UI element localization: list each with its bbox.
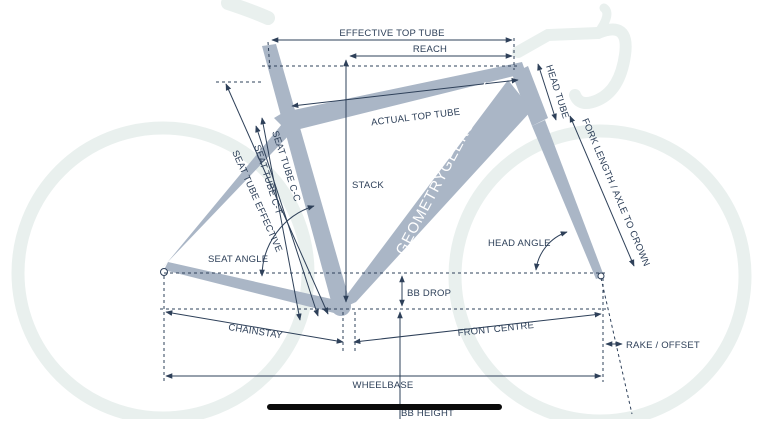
bottom-bracket [331, 296, 351, 316]
chainstay-label: CHAINSTAY [228, 322, 284, 342]
watermark-text: GEOMETRYGEEKS.BIKE [393, 79, 499, 258]
actual-top-tube-label: ACTUAL TOP TUBE [371, 107, 461, 129]
seat-angle-arc [259, 205, 315, 277]
saddle-ghost [221, 0, 275, 25]
reach-label: REACH [413, 44, 447, 55]
fork-length-dimension [569, 115, 635, 267]
home-indicator-bar[interactable] [267, 404, 502, 410]
steering-axis-line [600, 277, 633, 415]
stack-label: STACK [352, 180, 384, 191]
bb-height-label: BB HEIGHT [401, 408, 454, 419]
stem-ghost [512, 27, 604, 58]
head-tube-dimension [537, 63, 557, 121]
hood-ghost [593, 3, 612, 38]
rake-offset-label: RAKE / OFFSET [626, 340, 700, 351]
seat-angle-label: SEAT ANGLE [208, 254, 268, 265]
dimension-lines [165, 37, 635, 419]
chainstay-dimension [165, 310, 344, 344]
handlebar-ghost [569, 23, 632, 110]
effective-top-tube-label: EFFECTIVE TOP TUBE [339, 28, 444, 39]
ghost-bike [11, 0, 752, 424]
effective-tt-left-tick [267, 41, 271, 71]
head-angle-label: HEAD ANGLE [488, 238, 551, 249]
front-centre-dimension [353, 311, 602, 345]
head-angle-arc [533, 231, 568, 271]
actual-top-tube-dimension [291, 77, 519, 109]
wheelbase-label: WHEELBASE [353, 380, 414, 391]
rear-axle [160, 268, 168, 276]
down-tube [334, 80, 532, 312]
bb-drop-label: BB DROP [407, 288, 451, 299]
